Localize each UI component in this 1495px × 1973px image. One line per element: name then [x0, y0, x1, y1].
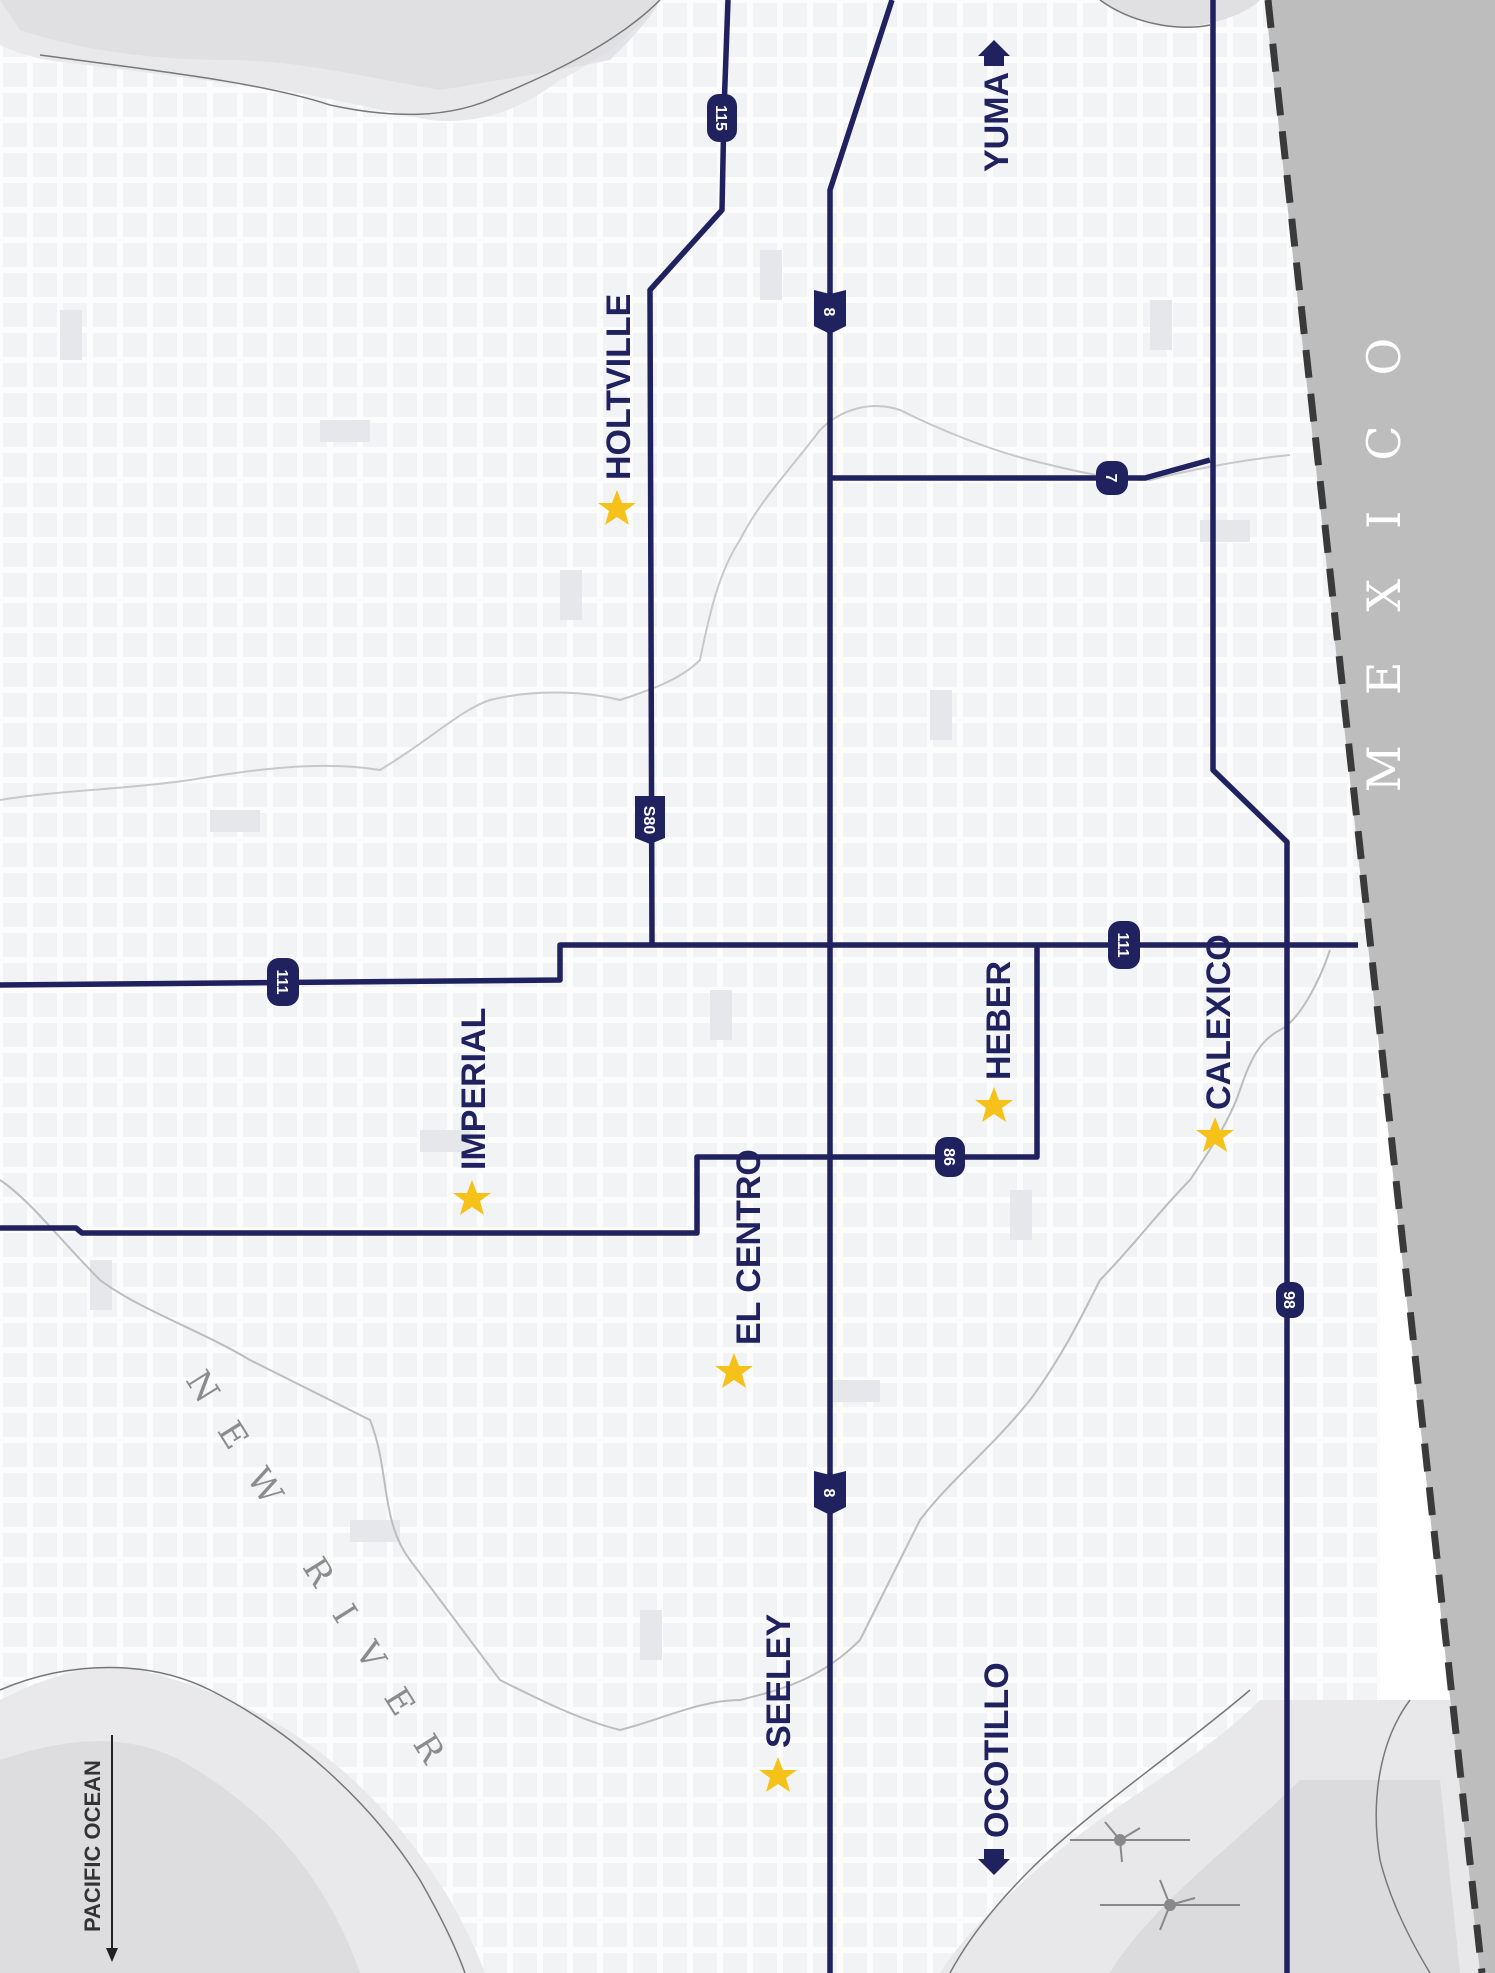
country-label-group: MEXICO — [1357, 288, 1411, 793]
route-86 — [0, 945, 1040, 1236]
new-river-line — [0, 949, 1331, 1732]
city-label-heber: HEBER — [980, 961, 1018, 1080]
city-label-holtville: HOLTVILLE — [600, 294, 638, 480]
svg-text:98: 98 — [1280, 1291, 1297, 1309]
city-label-calexico: CALEXICO — [1200, 934, 1238, 1110]
svg-text:115: 115 — [712, 105, 729, 131]
route-98 — [1210, 0, 1290, 1973]
shield-8-north: 8 — [814, 290, 846, 334]
route-shields: 115 8 8 7 S80 111 111 86 — [267, 94, 1304, 1515]
arrow-down-icon — [978, 1849, 1010, 1875]
star-icon — [598, 490, 636, 525]
direction-label-yuma: YUMA — [978, 72, 1016, 172]
city-el-centro: EL CENTRO — [715, 1149, 768, 1388]
city-imperial: IMPERIAL — [453, 1008, 493, 1215]
star-icon — [715, 1353, 753, 1388]
country-label: MEXICO — [1357, 288, 1411, 793]
direction-label-ocotillo: OCOTILLO — [978, 1662, 1016, 1838]
direction-label-pacific-ocean: PACIFIC OCEAN — [80, 1760, 105, 1932]
direction-ocotillo: OCOTILLO — [978, 1662, 1016, 1875]
svg-text:8: 8 — [820, 308, 837, 317]
international-border — [1264, 0, 1486, 1973]
route-115 — [647, 0, 731, 946]
svg-text:S80: S80 — [640, 806, 657, 835]
arrow-up-icon — [978, 40, 1010, 66]
city-label-el-centro: EL CENTRO — [730, 1149, 768, 1345]
star-icon — [975, 1087, 1013, 1122]
shield-115: 115 — [707, 94, 737, 142]
star-icon — [1196, 1117, 1234, 1152]
shield-s80: S80 — [635, 796, 665, 844]
shield-111-west: 111 — [267, 958, 299, 1006]
svg-text:86: 86 — [940, 1148, 957, 1166]
svg-text:111: 111 — [1114, 933, 1131, 958]
city-holtville: HOLTVILLE — [598, 294, 638, 525]
city-seeley: SEELEY — [759, 1614, 798, 1792]
shield-7: 7 — [1096, 461, 1128, 495]
svg-text:7: 7 — [1102, 474, 1119, 483]
street-grid — [0, 0, 1380, 1973]
shield-98: 98 — [1276, 1282, 1304, 1318]
direction-yuma: YUMA — [978, 40, 1016, 172]
star-icon — [759, 1757, 797, 1792]
arrow-down-icon — [106, 1948, 118, 1962]
star-icon — [453, 1180, 491, 1215]
city-heber: HEBER — [975, 961, 1018, 1122]
svg-text:111: 111 — [273, 970, 290, 995]
shield-86: 86 — [935, 1137, 965, 1177]
svg-text:8: 8 — [820, 1489, 837, 1498]
cities: HOLTVILLE IMPERIAL EL CENTRO HEBER CALEX… — [453, 294, 1238, 1792]
city-label-imperial: IMPERIAL — [455, 1008, 493, 1170]
route-8 — [827, 0, 895, 1973]
city-label-seeley: SEELEY — [760, 1614, 798, 1748]
shield-8-south: 8 — [814, 1471, 846, 1515]
city-calexico: CALEXICO — [1196, 934, 1238, 1152]
canal-line — [0, 405, 1291, 801]
route-7 — [830, 457, 1211, 481]
direction-pacific-ocean: PACIFIC OCEAN — [80, 1735, 118, 1962]
shield-111-east: 111 — [1108, 921, 1140, 969]
wind-turbine-icon — [1070, 1821, 1240, 1931]
